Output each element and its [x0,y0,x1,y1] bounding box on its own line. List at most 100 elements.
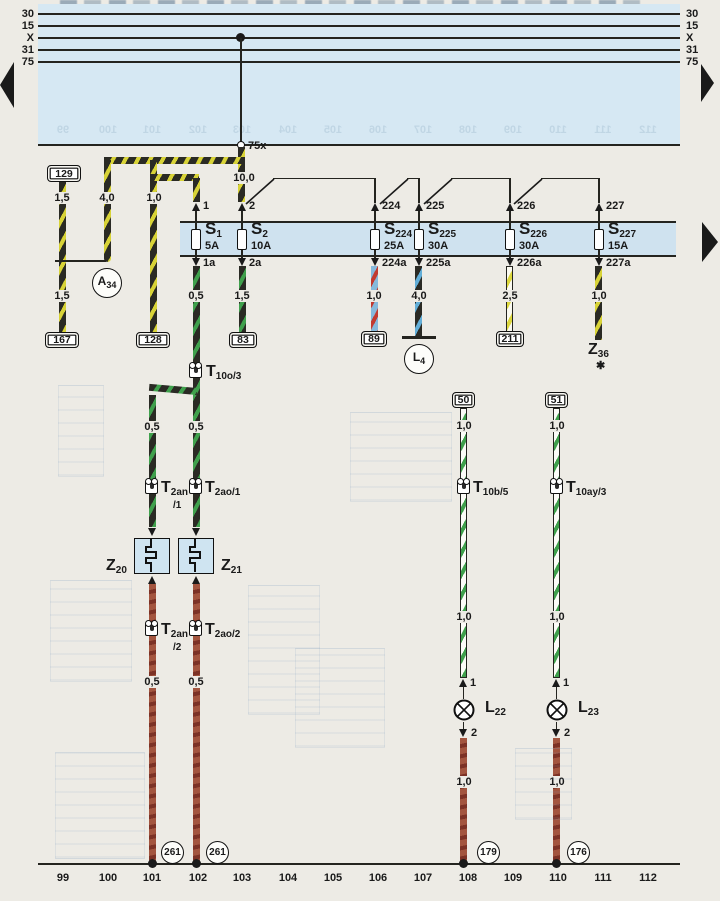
connector-T2an2 [145,620,158,636]
continuation-arrow-right-mid-icon [702,222,718,262]
pin-label-227a: 227a [606,257,631,269]
terminal-box-89: 89 [361,331,387,347]
terminal-box-211: 211 [496,331,524,347]
junction-line-A34 [55,260,106,262]
bus-line-75 [38,61,680,63]
jumper-drop-226 [509,178,511,203]
connector-label-T2ao2: T2ao/2 [205,621,241,641]
wire-branch-horizontal [150,174,199,181]
fuse-strip-top-border [180,221,676,223]
pin-label-227: 227 [606,200,625,212]
pin-label-226a: 226a [517,257,542,269]
ghost-bleed [248,585,320,715]
wire-branch-stub [150,160,157,181]
terminal-box-128: 128 [136,332,170,348]
pin-arrow-227 [595,203,603,211]
heater-element-icon [189,539,201,572]
ground-dot [459,859,468,868]
wire-branch-diagonal [148,383,198,395]
wire-1-0-to-128 [150,181,157,333]
bus-line-X [38,37,680,39]
lamp-L22-pin1-label: 1 [470,677,477,689]
fuse-label-S227: S227 15A [608,219,637,252]
pin-arrow-1 [192,203,200,211]
wire-into-Z20 [149,494,156,527]
wire-227a-to-Z36 [595,266,602,340]
ghost-bleed [350,412,452,502]
wire-4-0-to-A34 [104,160,111,262]
connector-T2ao1 [189,478,202,494]
fuse-strip [180,223,676,255]
connector-label-T10o3: T10o/3 [206,363,242,383]
ground-point-176: 176 [567,841,590,864]
pin-label-1a: 1a [203,257,216,269]
pin-arrow-2a [238,258,246,266]
L4-terminal-bar [402,336,436,339]
wire-fuse1-feed [193,178,200,202]
ghost-bleed [295,648,385,748]
bus-band-bottom-border [38,144,680,146]
pin-arrow-225 [415,203,423,211]
fuse-label-S226: S226 30A [519,219,548,252]
wire-feed-horizontal [104,157,245,164]
pin-arrow-224 [371,203,379,211]
wire-1-5-from-129 [59,182,66,332]
component-L4: L4 [404,344,434,374]
fuse-S224 [370,229,380,250]
ground-point-261-left: 261 [161,841,184,864]
component-label-Z36: Z36 [588,341,609,361]
fuse-S227 [594,229,604,250]
ground-point-261-right: 261 [206,841,229,864]
connector-T10o3 [189,362,202,378]
wire-L22-ground [460,738,467,862]
bus-line-15 [38,25,680,27]
jumper-drop-224 [374,178,376,203]
pin-label-2a: 2a [249,257,262,269]
ground-dot [192,859,201,868]
pin-arrow-225a [415,258,423,266]
wire-into-Z21 [193,494,200,527]
wire-1a-down [193,266,200,366]
connector-T10ay3 [550,478,563,494]
fuse-S226 [505,229,515,250]
ghost-bleed [50,580,132,682]
pin-label-2: 2 [249,200,256,212]
terminal-75x-label: 75x [248,140,267,152]
wire-brown-right [193,584,200,862]
terminal-box-129: 129 [47,165,81,182]
lamp-L22-lead-top [462,687,465,699]
ground-dot [148,859,157,868]
continuation-arrow-right-top-icon [701,64,714,102]
pin-label-1: 1 [203,200,210,212]
pin-arrow-226a [506,258,514,266]
pin-arrow-227a [595,258,603,266]
connector-label-T2an1: T2an /1 [161,479,189,511]
lamp-L23-pin2-arrow [552,729,560,737]
jumper-drop-225 [418,178,420,203]
connector-T2ao2 [189,620,202,636]
fuse-S225 [414,229,424,250]
arrow-into-Z21 [192,528,200,536]
jumper-horizontal-1 [273,177,375,180]
component-label-Z21: Z21 [221,557,242,577]
pin-label-224a: 224a [382,257,407,269]
connector-label-T10ay3: T10ay/3 [566,479,607,499]
fuse-strip-bottom-border [180,255,676,257]
fuse-S2 [237,229,247,250]
fuse-label-S1: S1 5A [205,219,222,252]
wire-L23-ground [553,738,560,862]
connector-T2an1 [145,478,158,494]
arrow-out-Z21 [192,576,200,584]
pin-arrow-1a [192,258,200,266]
ground-point-179: 179 [477,841,500,864]
pin-arrow-226 [506,203,514,211]
wire-brown-left [149,584,156,862]
fuse-S1 [191,229,201,250]
component-label-L22: L22 [485,699,506,719]
ghost-bleed [515,748,572,820]
ground-dot [552,859,561,868]
wire-left-green [149,395,156,482]
continuation-arrow-left-icon [0,62,14,108]
jumper-horizontal-2 [407,177,419,180]
